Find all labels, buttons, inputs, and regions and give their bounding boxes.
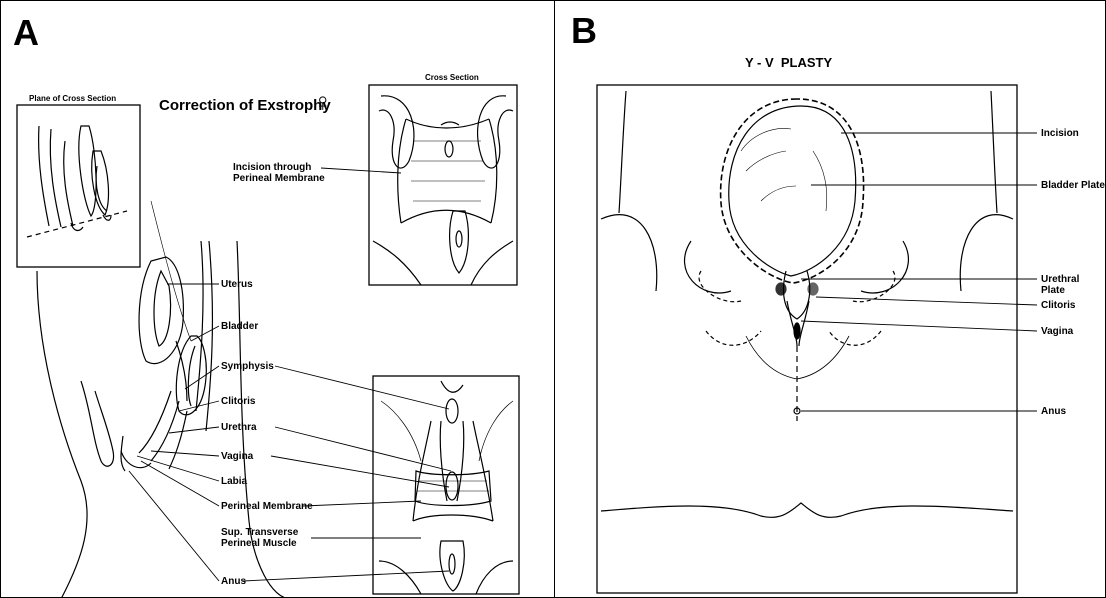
cross-inset-title: Cross Section (425, 73, 479, 82)
label-urethra: Urethra (221, 422, 257, 433)
label-incision: Incision (1041, 128, 1079, 139)
label-sup-transverse-perineal-muscle: Sup. Transverse Perineal Muscle (221, 527, 298, 549)
label-uterus: Uterus (221, 279, 253, 290)
plane-inset-title: Plane of Cross Section (29, 94, 116, 103)
label-labia: Labia (221, 476, 247, 487)
label-clitoris-a: Clitoris (221, 396, 255, 407)
plane-inset-drawing (17, 105, 140, 267)
label-urethral-plate: Urethral Plate (1041, 274, 1105, 296)
label-clitoris-b: Clitoris (1041, 300, 1075, 311)
panel-b-letter: B (571, 13, 597, 49)
panel-a-title: Correction of Exstrophy (159, 97, 331, 114)
label-incision-perineal-membrane: Incision through Perineal Membrane (233, 162, 325, 184)
panel-b-leader-lines (801, 133, 1037, 411)
label-symphysis: Symphysis (221, 361, 274, 372)
label-vagina-b: Vagina (1041, 326, 1073, 337)
panel-b-title: Y - V PLASTY (745, 55, 832, 70)
label-anus-b: Anus (1041, 406, 1066, 417)
panel-a-letter: A (13, 15, 39, 51)
label-anus-a: Anus (221, 576, 246, 587)
label-perineal-membrane: Perineal Membrane (221, 501, 313, 512)
label-bladder-plate: Bladder Plate (1041, 180, 1105, 191)
label-bladder: Bladder (221, 321, 258, 332)
panel-divider (554, 1, 555, 598)
cross-section-drawing (369, 85, 517, 285)
female-symbol-icon: ♀ (313, 89, 333, 115)
yv-plasty-drawing (597, 85, 1017, 593)
label-vagina-a: Vagina (221, 451, 253, 462)
